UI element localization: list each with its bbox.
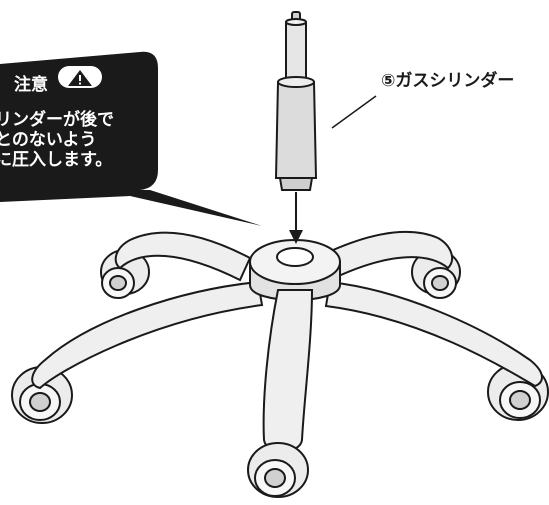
caster-front	[247, 442, 309, 498]
part-label-leader	[331, 95, 377, 129]
caution-line-1: シリンダーが後で	[0, 110, 114, 130]
leg-left	[31, 280, 264, 390]
caution-line-2: ことのないよう	[0, 130, 97, 150]
gas-cylinder	[274, 11, 318, 191]
leg-front	[262, 289, 314, 453]
gas-cylinder-label: ⑤ガスシリンダー	[381, 71, 515, 91]
caution-callout-bubble	[0, 51, 262, 226]
leg-back-right	[318, 231, 454, 282]
warning-triangle-icon	[58, 66, 102, 88]
leg-right	[324, 280, 543, 388]
insert-arrow	[289, 192, 303, 244]
caution-line-3: 実に圧入します。	[0, 150, 113, 170]
caster-left	[11, 366, 73, 424]
caution-title: 注意	[14, 75, 48, 95]
caster-back-left	[100, 249, 150, 299]
leg-back-left	[114, 231, 252, 282]
